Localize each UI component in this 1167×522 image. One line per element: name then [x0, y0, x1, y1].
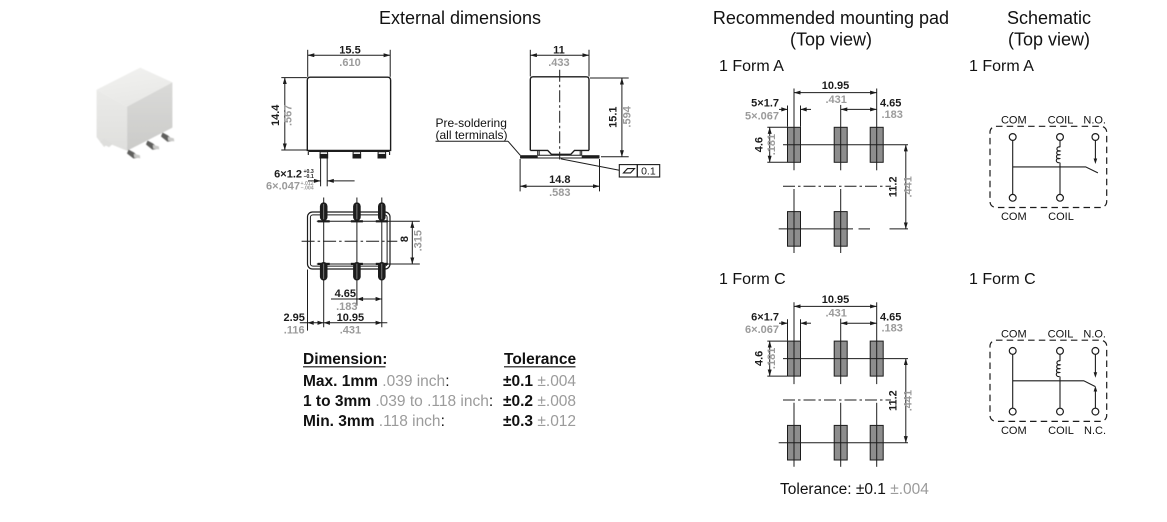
- svg-text:.183: .183: [882, 323, 903, 335]
- svg-text:.116: .116: [284, 325, 305, 337]
- svg-text:COM: COM: [1001, 115, 1027, 127]
- svg-text:COIL: COIL: [1048, 425, 1074, 437]
- svg-text:.315: .315: [412, 230, 424, 251]
- svg-text:1 Form A: 1 Form A: [969, 58, 1034, 75]
- svg-text:11.2: 11.2: [887, 176, 899, 197]
- svg-text:.567: .567: [283, 105, 295, 126]
- svg-text:.431: .431: [825, 94, 846, 106]
- svg-text:.441: .441: [903, 390, 915, 411]
- svg-text:Schematic: Schematic: [1007, 8, 1091, 28]
- svg-text:0.1: 0.1: [641, 166, 656, 178]
- svg-text:4.6: 4.6: [754, 351, 766, 366]
- svg-text:.181: .181: [766, 348, 778, 369]
- svg-text:1 Form C: 1 Form C: [719, 271, 786, 288]
- svg-text:Min. 3mm .118 inch:: Min. 3mm .118 inch:: [303, 413, 445, 430]
- svg-text:4.65: 4.65: [335, 288, 356, 300]
- svg-text:COIL: COIL: [1048, 211, 1074, 223]
- svg-text:−.004: −.004: [301, 186, 314, 192]
- svg-text:.433: .433: [548, 57, 569, 69]
- svg-text:.181: .181: [766, 134, 778, 155]
- svg-text:15.1: 15.1: [608, 106, 620, 127]
- svg-text:.431: .431: [340, 325, 361, 337]
- svg-text:Recommended mounting pad: Recommended mounting pad: [713, 8, 949, 28]
- svg-text:8: 8: [399, 236, 411, 242]
- svg-text:(Top view): (Top view): [790, 30, 872, 50]
- svg-text:COIL: COIL: [1048, 329, 1074, 341]
- svg-text:N.O.: N.O.: [1083, 115, 1106, 127]
- svg-text:−0.1: −0.1: [304, 174, 314, 180]
- svg-text:COM: COM: [1001, 425, 1027, 437]
- svg-text:6×1.2: 6×1.2: [274, 169, 302, 181]
- svg-text:2.95: 2.95: [283, 312, 304, 324]
- svg-text:External dimensions: External dimensions: [379, 8, 541, 28]
- svg-text:COIL: COIL: [1048, 115, 1074, 127]
- svg-text:Dimension:: Dimension:: [303, 351, 387, 368]
- svg-text:(Top view): (Top view): [1008, 30, 1090, 50]
- svg-text:1 Form C: 1 Form C: [969, 271, 1036, 288]
- svg-text:.183: .183: [882, 109, 903, 121]
- svg-text:6×1.7: 6×1.7: [751, 311, 779, 323]
- svg-text:6×.067: 6×.067: [745, 324, 779, 336]
- svg-text:1 Form A: 1 Form A: [719, 58, 784, 75]
- svg-text:10.95: 10.95: [822, 80, 850, 92]
- svg-text:4.65: 4.65: [880, 311, 901, 323]
- svg-text:.583: .583: [549, 187, 570, 199]
- svg-text:4.65: 4.65: [880, 98, 901, 110]
- svg-text:5×1.7: 5×1.7: [751, 98, 779, 110]
- svg-text:±0.3 ±.012: ±0.3 ±.012: [503, 413, 576, 430]
- svg-text:11.2: 11.2: [887, 390, 899, 411]
- svg-text:.431: .431: [825, 308, 846, 320]
- svg-text:10.95: 10.95: [822, 294, 850, 306]
- svg-text:4.6: 4.6: [754, 137, 766, 152]
- svg-text:N.C.: N.C.: [1084, 425, 1106, 437]
- svg-text:.610: .610: [339, 57, 360, 69]
- svg-text:Tolerance: Tolerance: [504, 351, 576, 368]
- svg-text:±0.1 ±.004: ±0.1 ±.004: [503, 373, 576, 390]
- svg-text:+.012: +.012: [301, 181, 314, 187]
- svg-text:.441: .441: [903, 176, 915, 197]
- svg-text:N.O.: N.O.: [1083, 329, 1106, 341]
- svg-text:Pre-soldering: Pre-soldering: [436, 116, 507, 130]
- svg-text:14.8: 14.8: [549, 174, 570, 186]
- svg-text:COM: COM: [1001, 329, 1027, 341]
- svg-text:15.5: 15.5: [339, 44, 360, 56]
- svg-text:6×.047: 6×.047: [266, 180, 300, 192]
- svg-text:COM: COM: [1001, 211, 1027, 223]
- svg-text:(all terminals): (all terminals): [436, 128, 508, 142]
- svg-text:.183: .183: [336, 301, 357, 313]
- svg-text:1 to 3mm .039 to .118 inch:: 1 to 3mm .039 to .118 inch:: [303, 393, 493, 410]
- svg-text:±0.2 ±.008: ±0.2 ±.008: [503, 393, 576, 410]
- svg-text:10.95: 10.95: [337, 312, 365, 324]
- svg-text:+0.3: +0.3: [304, 169, 314, 175]
- svg-text:11: 11: [553, 44, 565, 56]
- svg-text:Tolerance: ±0.1 ±.004: Tolerance: ±0.1 ±.004: [780, 481, 929, 498]
- svg-text:5×.067: 5×.067: [745, 110, 779, 122]
- svg-text:Max. 1mm .039 inch:: Max. 1mm .039 inch:: [303, 373, 450, 390]
- svg-text:14.4: 14.4: [270, 104, 282, 126]
- svg-text:.594: .594: [621, 105, 633, 127]
